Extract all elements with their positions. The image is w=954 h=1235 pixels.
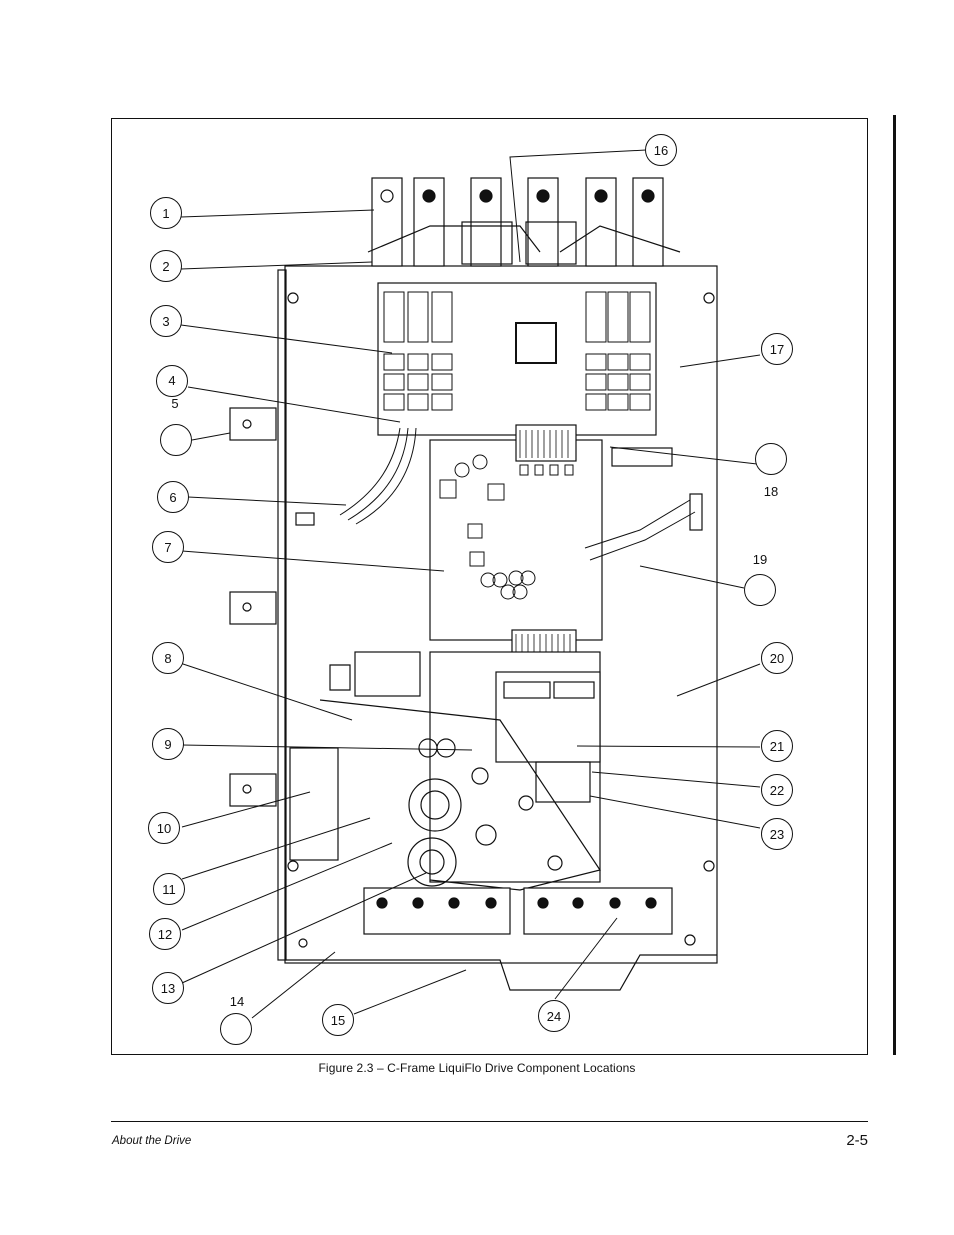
callout-circle [156, 365, 188, 397]
callout-circle [152, 642, 184, 674]
callout-label: 6 [169, 490, 176, 505]
footer-section-title: About the Drive [112, 1135, 192, 1147]
callout-label: 5 [171, 396, 178, 411]
callout-circle [150, 305, 182, 337]
callout-label: 16 [654, 143, 668, 158]
callout-label: 23 [770, 827, 784, 842]
callout-label: 20 [770, 651, 784, 666]
callout-circle [150, 250, 182, 282]
callout-label: 10 [157, 821, 171, 836]
callout-label: 17 [770, 342, 784, 357]
callout-circle [148, 812, 180, 844]
figure-frame [111, 118, 868, 1055]
callout-label: 22 [770, 783, 784, 798]
callout-circle [761, 730, 793, 762]
callout-label: 3 [162, 314, 169, 329]
callout-circle [761, 774, 793, 806]
callout-circle [761, 818, 793, 850]
callout-label: 15 [331, 1013, 345, 1028]
callout-label: 12 [158, 927, 172, 942]
callout-label: 24 [547, 1009, 561, 1024]
callout-label: 21 [770, 739, 784, 754]
callout-label: 13 [161, 981, 175, 996]
callout-label: 9 [164, 737, 171, 752]
callout-circle [761, 333, 793, 365]
callout-circle [160, 424, 192, 456]
callout-circle [645, 134, 677, 166]
callout-circle [220, 1013, 252, 1045]
callout-label: 8 [164, 651, 171, 666]
callout-label: 11 [162, 882, 176, 897]
callout-label: 19 [753, 552, 767, 567]
callout-label: 4 [168, 373, 175, 388]
figure-caption: Figure 2.3 – C-Frame LiquiFlo Drive Comp… [318, 1061, 636, 1075]
callout-label: 1 [162, 206, 169, 221]
callout-circle [149, 918, 181, 950]
callout-circle [538, 1000, 570, 1032]
callout-circle [150, 197, 182, 229]
callout-circle [153, 873, 185, 905]
change-bar [893, 115, 896, 1055]
callout-label: 2 [162, 259, 169, 274]
callout-circle [152, 972, 184, 1004]
callout-circle [152, 728, 184, 760]
callout-circle [761, 642, 793, 674]
callout-label: 7 [164, 540, 171, 555]
callout-circle [322, 1004, 354, 1036]
callout-label: 18 [764, 484, 778, 499]
footer-rule [111, 1121, 868, 1122]
callout-circle [744, 574, 776, 606]
callout-label: 14 [230, 994, 244, 1009]
callout-circle [755, 443, 787, 475]
callout-circle [157, 481, 189, 513]
page-number: 2-5 [846, 1132, 868, 1149]
callout-circle [152, 531, 184, 563]
